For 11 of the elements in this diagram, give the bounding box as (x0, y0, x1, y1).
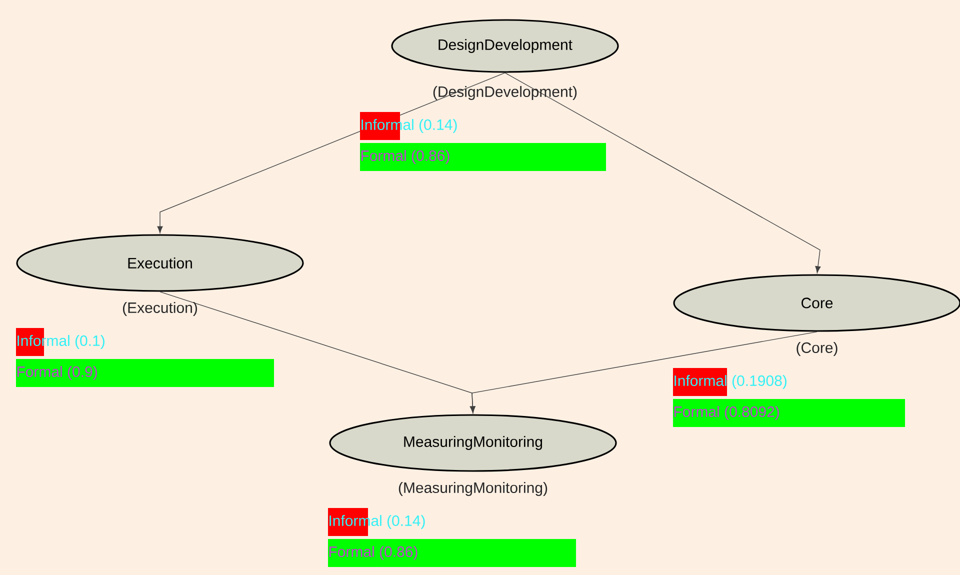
arrow (470, 331, 818, 414)
state-label: Formal (0.86) (361, 150, 450, 164)
arrow (157, 72, 506, 234)
node-caption: (Execution) (123, 302, 197, 316)
state-label: Informal (0.1908) (674, 375, 786, 389)
node-caption: (Core) (796, 342, 838, 356)
node-caption: (MeasuringMonitoring) (398, 482, 548, 496)
arrow (504, 72, 821, 274)
state-label: Formal (0.8092) (674, 406, 779, 420)
state-label: Formal (0.86) (329, 546, 418, 560)
state-label: Formal (0.9) (17, 366, 97, 380)
